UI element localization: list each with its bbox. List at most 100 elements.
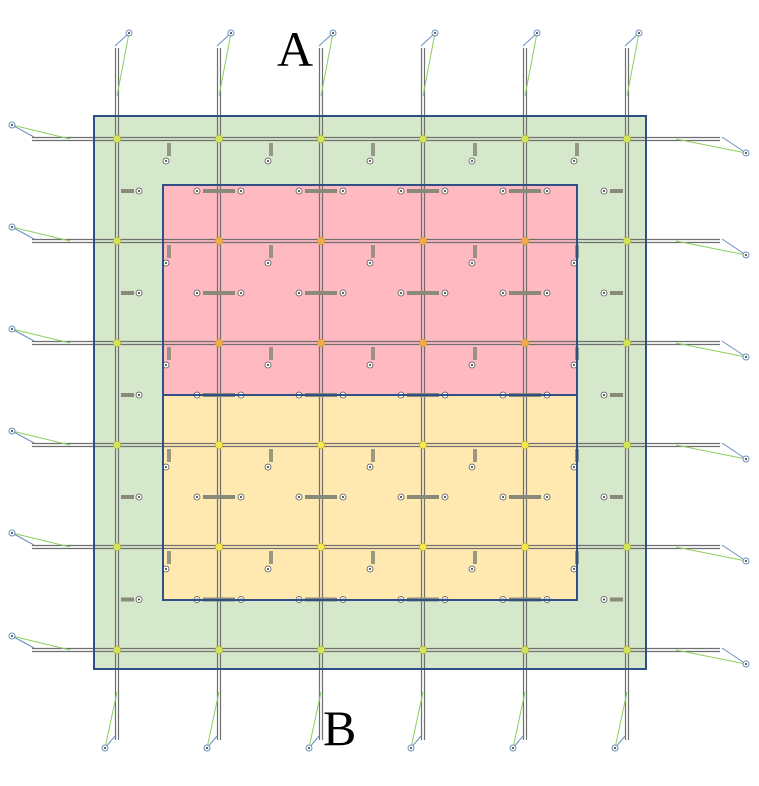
vertical-stub [167,551,171,564]
sensor-marker-dot [573,568,575,570]
lead-wire [11,226,71,242]
vertical-stub [269,143,273,156]
lead-wire [11,328,71,344]
junction-node [214,338,224,348]
horizontal-stub [407,189,439,193]
sensor-marker-dot [603,292,605,294]
lead-wire [11,226,35,240]
sensor-marker-dot [138,598,140,601]
lead-wire [721,238,747,256]
sensor-marker-dot [267,568,269,570]
horizontal-stub [203,189,235,193]
sensor-marker-dot [400,496,402,498]
lead-wire [524,32,538,97]
junction-node [316,236,326,246]
lead-wire [721,647,747,665]
sensor-marker-dot [502,292,504,294]
terminal-dot [308,747,310,749]
vertical-stub [167,143,171,156]
terminal-dot [230,32,232,34]
sensor-marker-dot [502,190,504,192]
junction-node [214,236,224,246]
junction-node [520,542,530,552]
horizontal-stub [203,291,235,295]
lead-wire [675,649,747,665]
sensor-marker-dot [444,190,446,192]
horizontal-stub [203,495,235,499]
sensor-marker-dot [165,364,167,366]
junction-node [214,542,224,552]
sensor-marker-dot [546,496,548,498]
junction-node [214,645,224,655]
lead-wire [675,546,747,562]
sensor-marker-dot [138,496,140,498]
sensor-marker-dot [267,364,269,366]
inner-region-top [163,185,577,395]
sensor-marker-dot [240,292,242,294]
label-b: B [323,700,356,756]
junction-node [112,236,122,246]
sensor-marker-dot [165,160,167,162]
sensor-marker-dot [573,160,575,162]
junction-node [520,338,530,348]
sensor-marker-dot [298,190,300,192]
sensor-marker-dot [471,364,473,366]
junction-node [316,645,326,655]
terminal-dot [745,356,747,358]
junction-node [418,134,428,144]
junction-node [622,338,632,348]
sensor-marker-dot [298,496,300,498]
vertical-stub [167,245,171,258]
lead-wire [11,124,35,138]
terminal-dot [745,560,747,562]
sensor-marker-dot [603,394,605,396]
junction-node [520,134,530,144]
lead-wire [116,32,130,97]
sensor-marker-dot [400,292,402,294]
vertical-stub [269,245,273,258]
vertical-stub [473,449,477,462]
terminal-dot [128,32,130,34]
sensor-marker-dot [165,262,167,264]
sensor-marker-dot [240,496,242,498]
junction-node [520,236,530,246]
sensor-marker-dot [471,568,473,570]
terminal-dot [332,32,334,34]
sensor-marker-dot [196,190,198,192]
inner-frame [162,184,578,601]
sensor-marker-dot [369,262,371,264]
lead-wire [11,532,71,548]
terminal-dot [410,747,412,749]
lead-wire [614,691,628,749]
junction-node [622,645,632,655]
junction-node [112,134,122,144]
lead-wire [721,340,747,358]
lead-wire [320,32,334,97]
sensor-marker-dot [298,292,300,294]
sensor-marker-dot [471,466,473,468]
vertical-stub [167,347,171,360]
vertical-stub [473,551,477,564]
horizontal-stub [121,189,134,193]
terminal-dot [745,458,747,460]
sensor-marker-dot [369,364,371,366]
junction-node [622,440,632,450]
junction-node [214,440,224,450]
horizontal-stub [509,189,541,193]
lead-wire [11,328,35,342]
terminal-dot [206,747,208,749]
node-layer [112,134,632,655]
horizontal-stub [610,393,623,397]
terminal-dot [11,226,13,228]
sensor-marker-dot [573,262,575,264]
sensor-marker-dot [369,160,371,162]
lead-wire [721,442,747,460]
horizontal-stub [121,495,134,499]
lead-wire [675,240,747,256]
horizontal-stub [610,597,623,602]
vertical-stub [269,347,273,360]
sensor-marker-dot [165,466,167,468]
horizontal-stub [407,291,439,295]
junction-node [520,645,530,655]
sensor-marker-dot [240,190,242,192]
